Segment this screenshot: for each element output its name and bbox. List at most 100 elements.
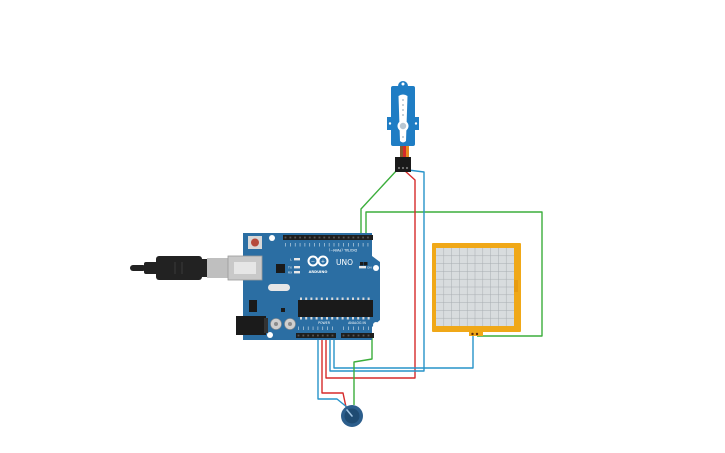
digital-header[interactable]	[283, 235, 373, 240]
header-pin-hole	[352, 334, 355, 337]
header-pin-hole	[357, 236, 360, 239]
wire-pad-signal[interactable]	[365, 211, 543, 337]
sensor-pad-pin	[475, 332, 479, 336]
wire-pot-power[interactable]	[321, 336, 347, 408]
atmega-chip-legs	[300, 297, 370, 320]
pin-label-tick	[353, 326, 354, 330]
usb-cable[interactable]	[130, 256, 233, 280]
header-pin-hole	[347, 236, 350, 239]
wire-servo-ground[interactable]	[329, 169, 425, 372]
chip-leg	[336, 297, 339, 300]
horn-hole	[402, 104, 404, 106]
pin-label-tick	[294, 243, 296, 247]
led-on	[359, 266, 366, 269]
chip-leg	[367, 297, 370, 300]
header-pin-hole	[284, 236, 287, 239]
servo-cable-red	[403, 146, 406, 158]
mounting-hole	[267, 332, 273, 338]
pin-label-tick	[319, 243, 320, 247]
crystal	[268, 284, 290, 291]
arduino-brand-text: ARDUINO	[309, 270, 328, 274]
pin-label-tick	[298, 326, 299, 330]
horn-hole	[402, 136, 404, 138]
chip-leg	[341, 317, 344, 320]
dc-barrel-jack[interactable]	[236, 316, 266, 335]
analog-header[interactable]	[341, 333, 374, 338]
chip-leg	[320, 297, 323, 300]
arduino-logo-minus: −	[311, 259, 315, 265]
power-header[interactable]	[296, 333, 336, 338]
chip-leg	[331, 297, 334, 300]
pin-label-tick	[312, 326, 314, 330]
chip-leg	[320, 317, 323, 320]
servo-horn[interactable]	[398, 94, 408, 143]
reset-button[interactable]	[251, 238, 259, 247]
power-label: POWER	[318, 321, 331, 325]
header-pin-hole	[294, 236, 297, 239]
chip-leg	[300, 297, 302, 300]
usb-b-port-inner	[234, 262, 256, 274]
pin-label-tick	[328, 243, 330, 247]
pin-label-tick	[348, 326, 349, 330]
horn-hole	[402, 114, 404, 116]
mounting-hole	[269, 235, 275, 241]
chip-leg	[362, 297, 365, 300]
digital-pin-numbers	[285, 243, 369, 247]
header-pin-hole	[367, 334, 370, 337]
wire-servo-power[interactable]	[325, 169, 416, 379]
header-pin-hole	[352, 236, 355, 239]
capacitor-top	[274, 322, 278, 326]
chip-leg	[305, 317, 308, 320]
wire-pot-ground[interactable]	[317, 336, 349, 409]
servo-top-bump	[398, 81, 408, 91]
pin-label-tick	[317, 326, 319, 330]
servo-connector-pin	[405, 166, 409, 170]
chip-leg	[315, 297, 318, 300]
icsp-pin	[360, 262, 364, 266]
servo-screw-hole	[414, 122, 418, 125]
header-pin-hole	[357, 334, 360, 337]
potentiometer-indicator	[346, 409, 353, 417]
pin-label-tick	[303, 326, 304, 330]
servo-connector[interactable]	[395, 157, 411, 172]
servo-connector-pin	[401, 166, 405, 170]
arduino-uno-board[interactable]: DIGITAL (PWM~) L TX RX ON − + ARDUINO UN…	[227, 233, 380, 340]
pin-label-tick	[324, 243, 325, 247]
sensor-pad-grid	[436, 248, 514, 326]
wire-pot-signal[interactable]	[353, 336, 373, 405]
header-pin-hole	[307, 334, 310, 337]
pin-label-tick	[285, 243, 286, 247]
usb-strain-relief	[144, 262, 158, 274]
wire-servo-signal[interactable]	[360, 169, 398, 238]
servo-cable-brown	[400, 146, 403, 158]
micro-servo[interactable]	[387, 81, 419, 172]
header-pin-hole	[289, 236, 292, 239]
header-pin-hole	[299, 236, 301, 239]
wire-pad-ground[interactable]	[333, 336, 474, 369]
pin-label-tick	[314, 243, 315, 247]
servo-connector-pin	[397, 166, 401, 170]
servo-spline	[399, 122, 407, 130]
header-pin-hole	[367, 236, 369, 239]
chip-leg	[310, 317, 313, 320]
servo-screw-hole	[388, 122, 392, 125]
chip-leg	[326, 317, 328, 320]
pin-label-tick	[368, 326, 369, 330]
chip-leg	[362, 317, 365, 320]
pin-label-tick	[362, 243, 364, 247]
header-pin-hole	[297, 334, 300, 337]
usb-interface-chip	[276, 264, 285, 273]
digital-header-pins	[284, 236, 369, 239]
icsp-header[interactable]	[360, 262, 368, 266]
chip-leg	[346, 317, 349, 320]
atmega-chip	[298, 300, 373, 317]
sensor-pad[interactable]	[432, 243, 521, 336]
chip-leg	[367, 317, 370, 320]
header-pin-hole	[333, 236, 335, 239]
header-pin-hole	[323, 236, 326, 239]
arduino-logo-plus: +	[321, 259, 325, 265]
usb-connector-metal	[207, 258, 233, 278]
pin-label-tick	[358, 326, 359, 330]
potentiometer[interactable]	[341, 405, 363, 427]
chip-leg	[346, 297, 349, 300]
